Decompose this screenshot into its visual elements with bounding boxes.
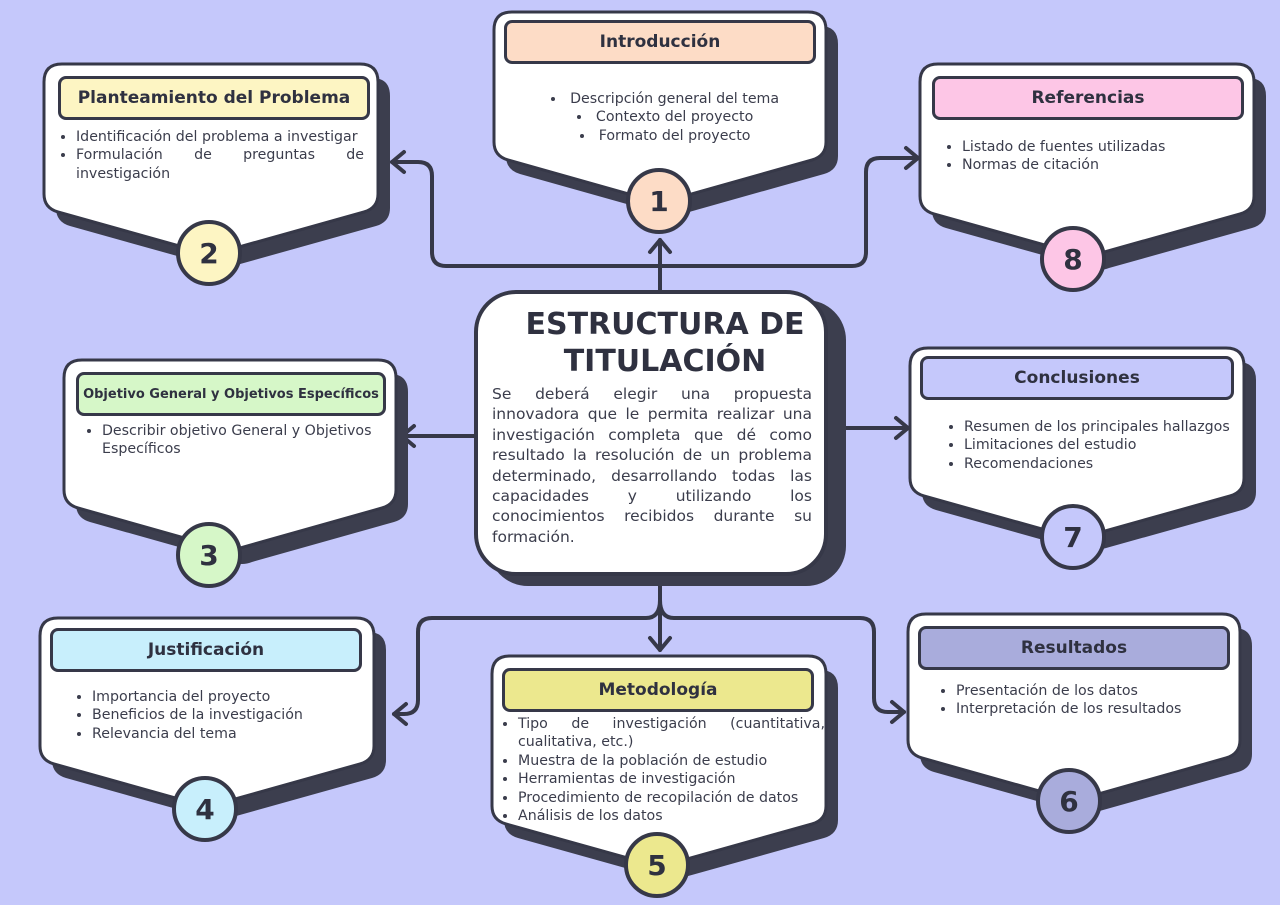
center-title: ESTRUCTURA DE TITULACIÓN [500, 306, 830, 380]
introduccion-item: Descripción general del tema [520, 90, 810, 108]
introduccion-item: Contexto del proyecto [520, 108, 810, 126]
metodologia-number-badge: 5 [624, 832, 690, 898]
referencias-title: Referencias [932, 76, 1244, 120]
arrow-resultados [890, 700, 906, 724]
metodologia-title: Metodología [502, 668, 814, 712]
introduccion-items: Descripción general del temaContexto del… [520, 90, 810, 145]
objetivos-item: Describir objetivo General y Objetivos E… [102, 422, 374, 459]
metodologia-item: Tipo de investigación (cuantitativa, cua… [518, 715, 825, 752]
resultados-item: Presentación de los datos [956, 682, 1228, 700]
arrow-justificacion [392, 702, 408, 726]
arrow-referencias [904, 146, 920, 170]
arrow-introduccion [648, 238, 672, 254]
center-box [474, 290, 828, 576]
justificacion-item: Beneficios de la investigación [92, 706, 364, 724]
planteamiento-items: Identificación del problema a investigar… [58, 128, 364, 183]
resultados-items: Presentación de los datosInterpretación … [938, 682, 1228, 719]
metodologia-item: Procedimiento de recopilación de datos [518, 789, 825, 807]
introduccion-item: Formato del proyecto [520, 127, 810, 145]
arrow-metodologia [648, 636, 672, 652]
planteamiento-number-badge: 2 [176, 220, 242, 286]
connector-to-referencias [658, 156, 920, 268]
resultados-item: Interpretación de los resultados [956, 700, 1228, 718]
metodologia-item: Herramientas de investigación [518, 770, 825, 788]
connector-to-resultados [658, 598, 906, 714]
resultados-number-badge: 6 [1036, 768, 1102, 834]
referencias-items: Listado de fuentes utilizadasNormas de c… [944, 138, 1234, 175]
planteamiento-item: Identificación del problema a investigar [76, 128, 364, 146]
connector-to-planteamiento [390, 160, 662, 268]
metodologia-item: Análisis de los datos [518, 807, 825, 825]
justificacion-items: Importancia del proyectoBeneficios de la… [74, 688, 364, 743]
conclusiones-title: Conclusiones [920, 356, 1234, 400]
justificacion-item: Importancia del proyecto [92, 688, 364, 706]
planteamiento-item: Formulación de preguntas de investigació… [76, 146, 364, 183]
justificacion-item: Relevancia del tema [92, 725, 364, 743]
connector-to-justificacion [392, 598, 662, 716]
arrow-planteamiento [390, 150, 406, 174]
objetivos-items: Describir objetivo General y Objetivos E… [84, 422, 374, 459]
conclusiones-item: Resumen de los principales hallazgos [964, 418, 1236, 436]
arrow-conclusiones [894, 416, 910, 440]
objetivos-title: Objetivo General y Objetivos Específicos [76, 372, 386, 416]
metodologia-items: Tipo de investigación (cuantitativa, cua… [500, 715, 825, 825]
conclusiones-item: Limitaciones del estudio [964, 436, 1236, 454]
center-description: Se deberá elegir una propuesta innovador… [492, 385, 812, 546]
conclusiones-number-badge: 7 [1040, 504, 1106, 570]
justificacion-number-badge: 4 [172, 776, 238, 842]
referencias-number-badge: 8 [1040, 226, 1106, 292]
metodologia-item: Muestra de la población de estudio [518, 752, 825, 770]
justificacion-title: Justificación [50, 628, 362, 672]
conclusiones-item: Recomendaciones [964, 455, 1236, 473]
conclusiones-items: Resumen de los principales hallazgosLimi… [946, 418, 1236, 473]
introduccion-number-badge: 1 [626, 168, 692, 234]
objetivos-number-badge: 3 [176, 522, 242, 588]
center-title-line2: TITULACIÓN [563, 344, 767, 379]
referencias-item: Normas de citación [962, 156, 1234, 174]
referencias-item: Listado de fuentes utilizadas [962, 138, 1234, 156]
resultados-title: Resultados [918, 626, 1230, 670]
planteamiento-title: Planteamiento del Problema [58, 76, 370, 120]
connector-lines [390, 146, 920, 726]
introduccion-title: Introducción [504, 20, 816, 64]
center-title-line1: ESTRUCTURA DE [525, 307, 805, 342]
